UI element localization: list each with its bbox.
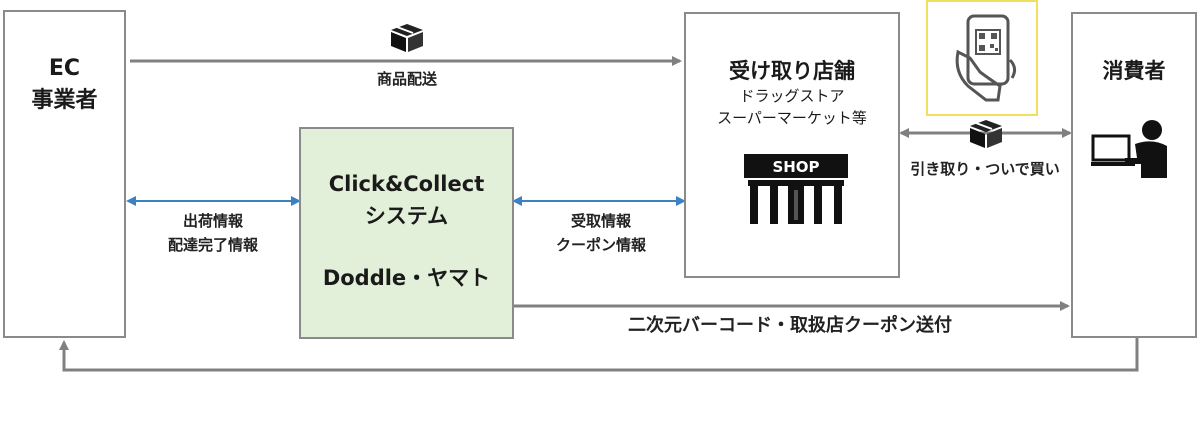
label-ec-system-line1: 出荷情報: [182, 212, 243, 230]
smartphone-panel: [926, 0, 1038, 116]
ec-node: EC 事業者: [3, 10, 126, 338]
consumer-title: 消費者: [1102, 59, 1166, 83]
shop-icon: SHOP: [744, 154, 848, 224]
system-line3: Doddle・ヤマト: [322, 266, 491, 290]
system-line2: システム: [364, 204, 449, 228]
label-system-store-line1: 受取情報: [570, 212, 631, 230]
computer-user-icon: [1091, 120, 1167, 178]
store-title: 受け取り店舗: [729, 59, 855, 83]
consumer-node: 消費者: [1071, 12, 1197, 338]
store-node: 受け取り店舗 ドラッグストア スーパーマーケット等 SHOP: [684, 12, 900, 278]
ec-title-line2: 事業者: [31, 88, 98, 113]
package-icon: [970, 120, 1002, 148]
store-sub-line2: スーパーマーケット等: [717, 109, 867, 127]
package-icon: [391, 24, 423, 52]
system-node: Click&Collect システム Doddle・ヤマト: [299, 127, 514, 339]
smartphone-qr-icon: [955, 14, 1017, 102]
shop-sign-text: SHOP: [772, 158, 819, 176]
label-ec-to-store: 商品配送: [376, 70, 437, 88]
label-ec-system-line2: 配達完了情報: [167, 236, 258, 254]
label-system-consumer: 二次元バーコード・取扱店クーポン送付: [628, 315, 952, 336]
arrow-consumer-to-ec: [59, 338, 1139, 372]
ec-title-line1: EC: [48, 56, 81, 81]
system-line1: Click&Collect: [328, 172, 485, 196]
store-sub-line1: ドラッグストア: [739, 87, 845, 105]
label-store-consumer: 引き取り・ついで買い: [910, 160, 1060, 178]
label-system-store-line2: クーポン情報: [555, 236, 646, 254]
